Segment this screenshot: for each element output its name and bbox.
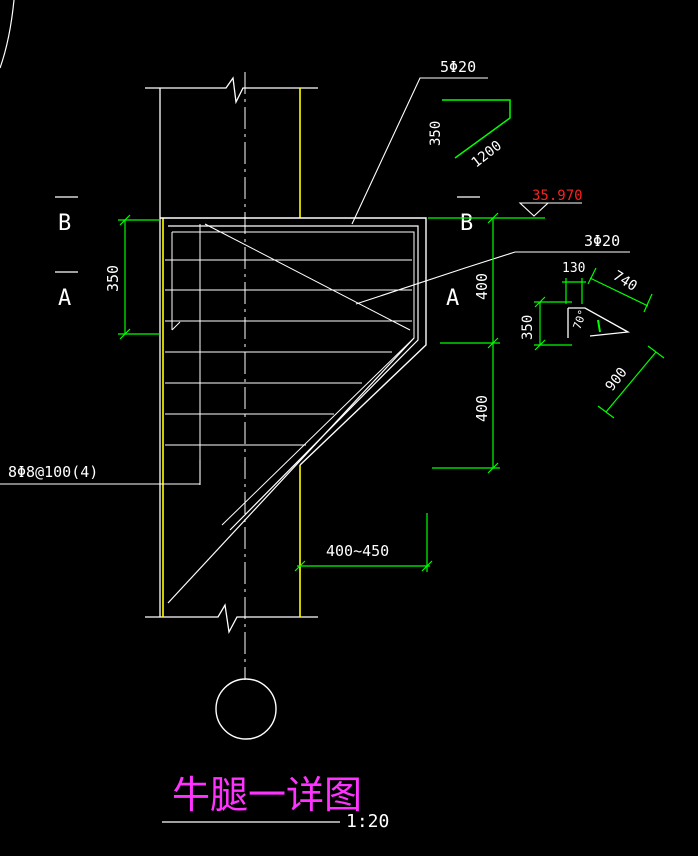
stirrup-cage — [165, 223, 412, 485]
section-mark-a-right: A — [446, 286, 459, 311]
detail-side-350: 350 — [520, 315, 536, 340]
corbel-outline — [160, 217, 427, 466]
elevation-triangle — [518, 202, 550, 217]
corbel-long-bar — [167, 337, 415, 604]
detail-side-740: 740 — [610, 268, 640, 295]
dim-width-range-text: 400~450 — [326, 542, 389, 560]
column-break-bottom — [145, 603, 318, 635]
detail-angle: 70° — [571, 308, 590, 331]
stirrup-label: 8Φ8@100(4) — [8, 463, 98, 481]
dim-width-range — [294, 513, 433, 572]
elevation-label: 35.970 — [532, 188, 583, 204]
section-mark-a-left: A — [58, 286, 71, 311]
detail-side-130: 130 — [562, 261, 585, 276]
detail-top-1200: 1200 — [469, 138, 505, 171]
diagonal-bars-label: 3Φ20 — [584, 232, 620, 250]
detail-side-900: 900 — [603, 365, 631, 395]
diagonal-bars-leader — [355, 251, 630, 305]
corbel-inner-rebar — [168, 225, 419, 531]
dim-left-350-text: 350 — [104, 265, 122, 292]
edge-arc — [0, 0, 15, 69]
section-mark-b-left: B — [58, 211, 71, 236]
drawing-scale: 1:20 — [346, 811, 389, 832]
detail-top-350: 350 — [428, 121, 444, 146]
dim-right-lower-400: 400 — [473, 395, 491, 422]
top-bars-leader — [351, 77, 488, 225]
stirrup-leader — [0, 460, 201, 485]
diagonal-bar-detail: 130 740 350 900 70° — [520, 261, 665, 419]
dim-right-upper-400: 400 — [473, 273, 491, 300]
section-mark-b-right: B — [460, 211, 473, 236]
corbel-bend-bar — [172, 231, 415, 526]
top-bar-shape — [442, 99, 511, 159]
axis-bubble — [215, 678, 277, 740]
dim-left-350 — [118, 214, 160, 340]
column-break-top — [145, 76, 318, 105]
drawing-title: 牛腿一详图 — [172, 773, 362, 817]
top-bars-label: 5Φ20 — [440, 58, 476, 76]
dim-right-vertical — [428, 212, 545, 474]
